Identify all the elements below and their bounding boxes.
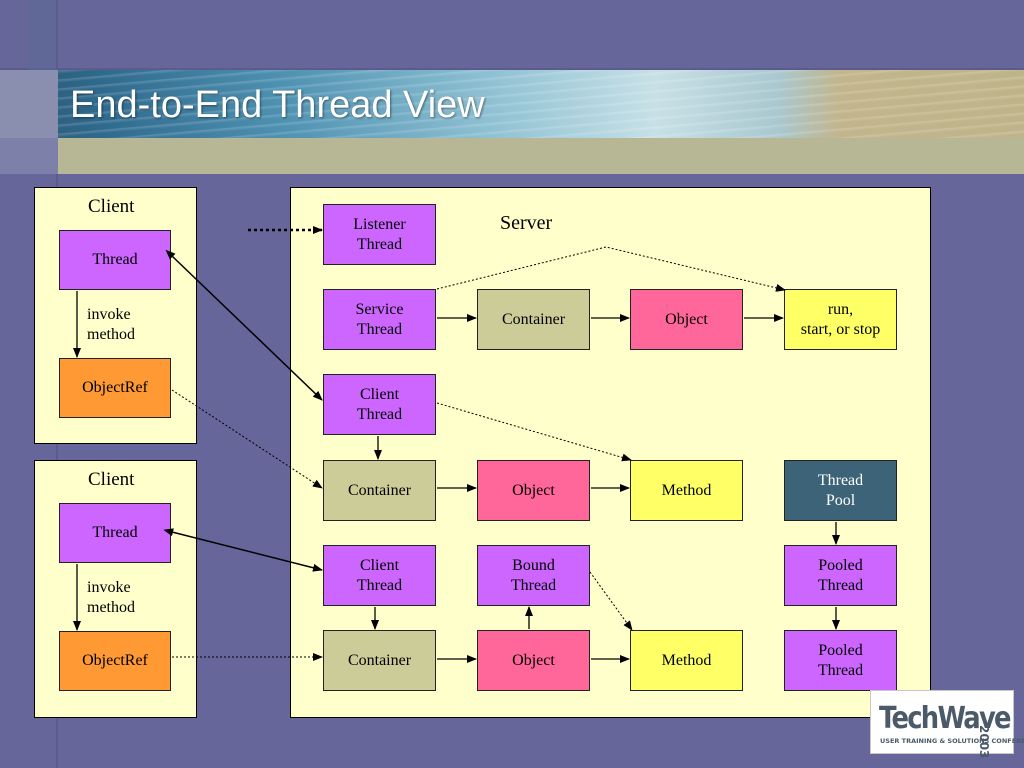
client-1-invoke-label: invoke method [87,306,135,343]
method-box-1: Method [630,460,743,521]
background-stripe [0,68,1024,70]
banner-left-block [0,70,58,138]
techwave-logo: TechWave 2003 USER TRAINING & SOLUTIONS … [870,690,1024,758]
object-box-1: Object [477,460,590,521]
server-heading: Server [500,212,553,234]
server-panel [290,187,931,718]
client-thread-1-to-method-dotted [436,402,632,462]
thread-pool-box: Thread Pool [784,460,897,521]
title-underbar [0,138,1024,174]
bound-thread-box: Bound Thread [477,545,590,606]
client-2-invoke-label: invoke method [87,579,135,616]
logo-wordmark: TechWave [879,701,1012,736]
objectref-1-link [171,389,323,489]
container-box-1: Container [323,460,436,521]
method-box-2: Method [630,630,743,691]
logo-tagline: USER TRAINING & SOLUTIONS CONFERENCE [880,737,1024,745]
service-object-box: Object [630,289,743,350]
client-thread-box-1: Client Thread [323,374,436,435]
object-box-2: Object [477,630,590,691]
client-2-thread-box: Thread [59,503,171,563]
client-2-thread-link [163,528,323,572]
client-thread-box-2: Client Thread [323,545,436,606]
client-2-objectref-box: ObjectRef [59,631,171,691]
client-1-thread-link [165,249,323,401]
pooled-thread-box-1: Pooled Thread [784,545,897,606]
slide-title: End-to-End Thread View [70,84,485,126]
service-to-run-dotted [436,246,786,292]
pooled-thread-box-2: Pooled Thread [784,630,897,691]
title-banner [0,70,1024,138]
client-heading-1: Client [88,196,135,217]
service-container-box: Container [477,289,590,350]
bound-to-method-dotted [589,571,633,631]
client-1-objectref-box: ObjectRef [59,358,171,418]
client-1-thread-box: Thread [59,230,171,290]
listener-thread-box: Listener Thread [323,204,436,265]
run-start-stop-box: run, start, or stop [784,289,897,350]
client-heading-2: Client [88,469,135,490]
container-box-2: Container [323,630,436,691]
service-thread-box: Service Thread [323,289,436,350]
